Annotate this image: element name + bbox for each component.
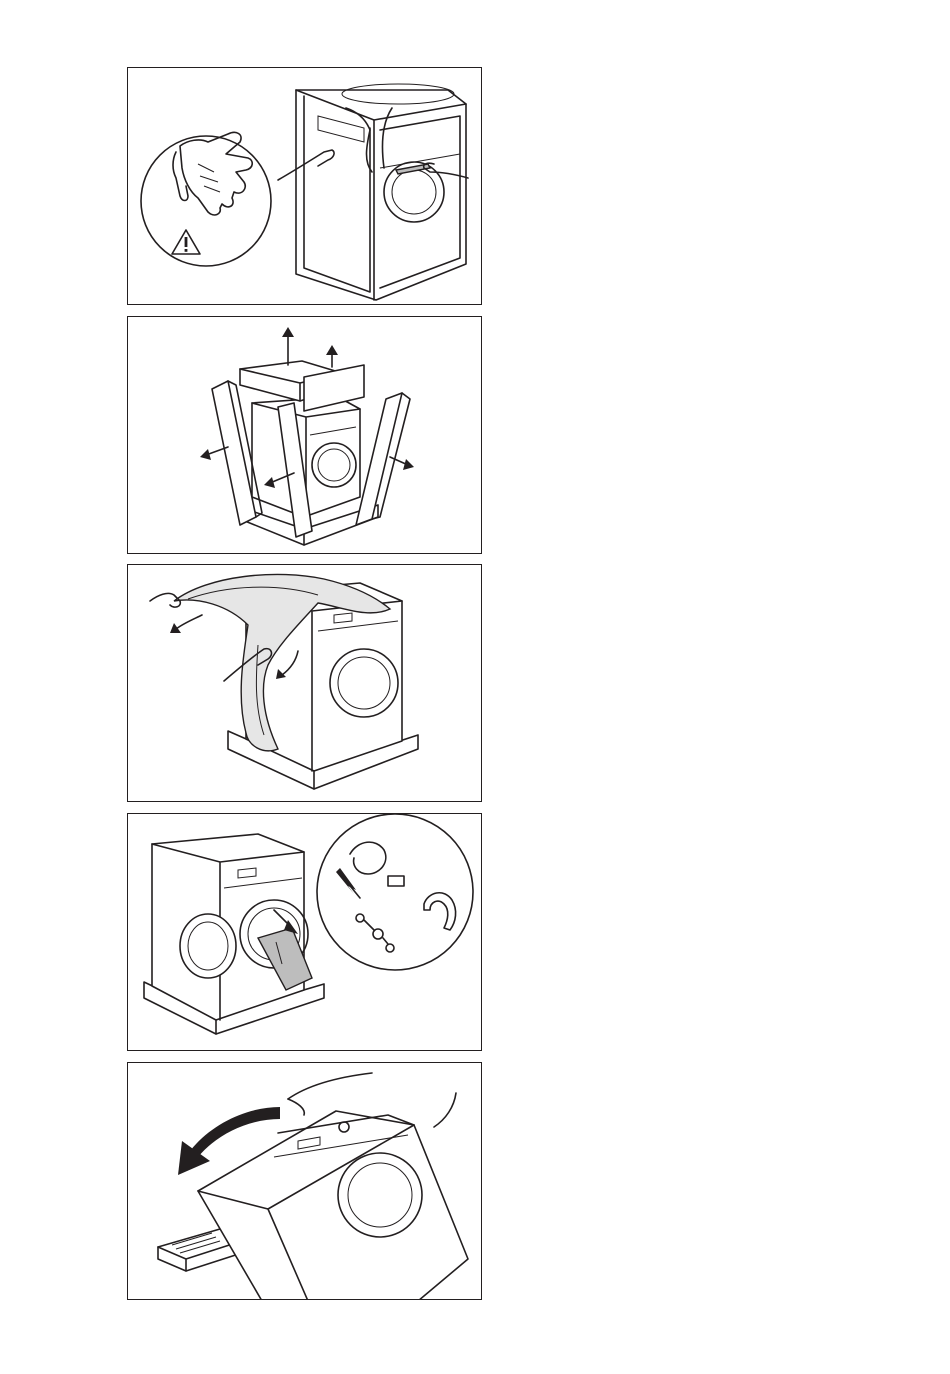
- accessories-bag-drawing: [128, 814, 482, 1051]
- step-2-illustration: [127, 316, 482, 554]
- plastic-cover-drawing: [128, 565, 482, 802]
- tilt-machine-drawing: [128, 1063, 482, 1300]
- gloves-icon: [141, 132, 271, 266]
- tilted-washing-machine: [198, 1111, 468, 1300]
- step-5-illustration: [127, 1062, 482, 1300]
- step-3-illustration: [127, 564, 482, 802]
- step-4-illustration: [127, 813, 482, 1051]
- step-1-illustration: [127, 67, 482, 305]
- magnifier-accessories: [317, 814, 473, 970]
- packaging-removal-drawing: [128, 68, 482, 305]
- washing-machine: [152, 834, 308, 1020]
- boxed-washing-machine: [278, 84, 468, 300]
- corner-protectors-drawing: [128, 317, 482, 554]
